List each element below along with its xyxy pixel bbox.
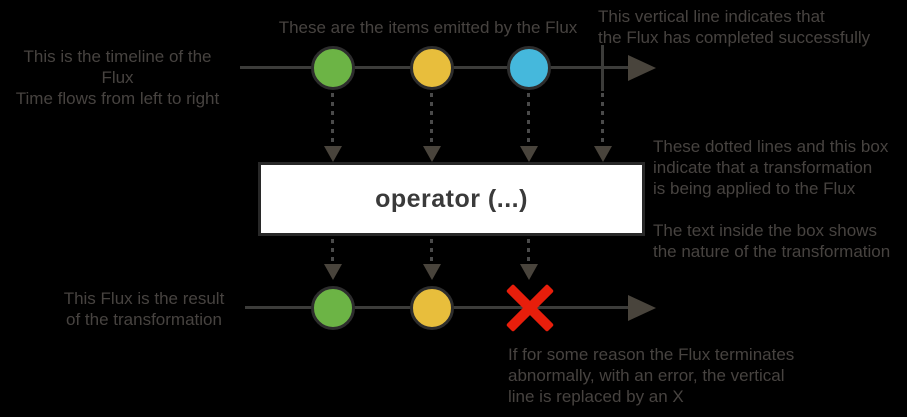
- marble-green-top: [311, 46, 355, 90]
- marble-yellow-bottom: [410, 286, 454, 330]
- arrowhead-down-icon: [323, 264, 342, 280]
- arrowhead-down-icon: [323, 146, 342, 162]
- dotted-line: [527, 93, 530, 146]
- dotted-line: [601, 93, 604, 146]
- top-timeline-arrowhead-icon: [628, 55, 656, 81]
- note-timeline-explanation: This is the timeline of the Flux Time fl…: [15, 47, 220, 108]
- arrowhead-down-icon: [422, 264, 441, 280]
- dotted-line: [430, 239, 433, 264]
- note-completion-line: This vertical line indicates that the Fl…: [598, 7, 871, 47]
- note-emitted-items: These are the items emitted by the Flux: [278, 18, 578, 37]
- error-x-icon: [505, 283, 555, 333]
- note-error-termination: If for some reason the Flux terminates a…: [508, 345, 795, 406]
- note-transformation: These dotted lines and this box indicate…: [653, 137, 891, 261]
- arrowhead-down-icon: [519, 264, 538, 280]
- arrowhead-down-icon: [422, 146, 441, 162]
- operator-label: operator (...): [375, 184, 528, 213]
- bottom-timeline-arrowhead-icon: [628, 295, 656, 321]
- dotted-line: [527, 239, 530, 264]
- marble-blue-top: [507, 46, 551, 90]
- completion-line: [601, 45, 604, 91]
- marble-green-bottom: [311, 286, 355, 330]
- arrowhead-down-icon: [593, 146, 612, 162]
- operator-box: operator (...): [258, 162, 645, 236]
- dotted-line: [331, 239, 334, 264]
- arrowhead-down-icon: [519, 146, 538, 162]
- marble-yellow-top: [410, 46, 454, 90]
- dotted-line: [430, 93, 433, 146]
- dotted-line: [331, 93, 334, 146]
- note-result-flux: This Flux is the result of the transform…: [63, 289, 225, 329]
